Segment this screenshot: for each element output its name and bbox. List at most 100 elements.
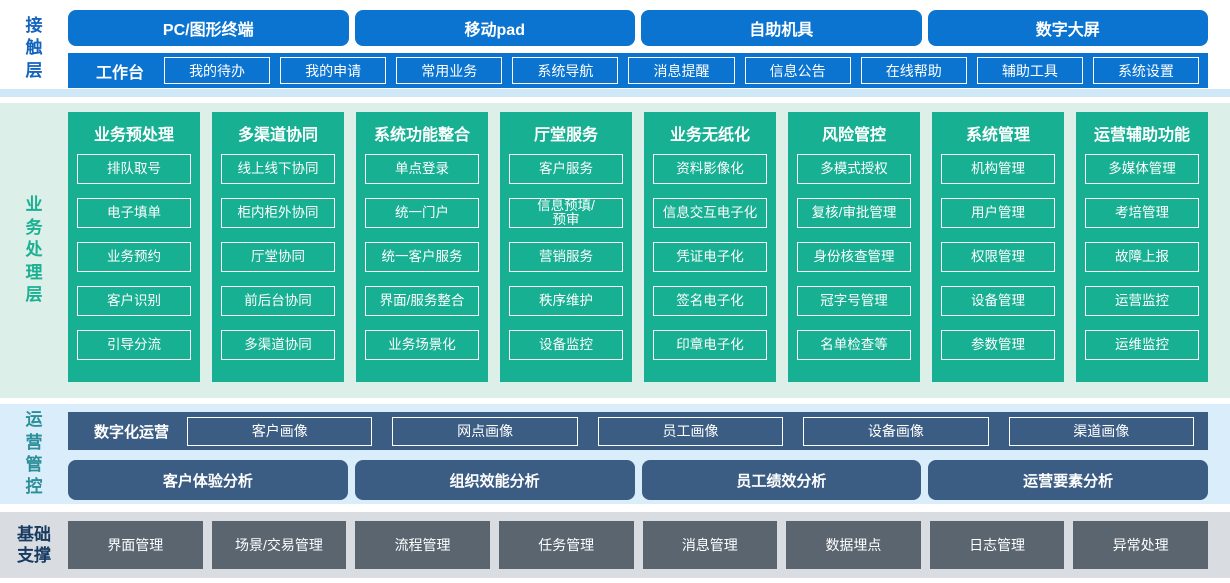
analysis-employee-performance: 员工绩效分析 <box>641 460 922 500</box>
business-item: 复核/审批管理 <box>797 198 911 228</box>
foundation-layer-label: 基础支撑 <box>0 512 68 578</box>
contact-layer-label-text: 接触层 <box>25 15 43 80</box>
business-item: 故障上报 <box>1085 242 1199 272</box>
contact-layer-label: 接触层 <box>0 0 68 97</box>
business-item: 设备管理 <box>941 286 1055 316</box>
business-item: 信息交互电子化 <box>653 198 767 228</box>
foundation-layer-label-text: 基础支撑 <box>17 524 51 565</box>
business-column-system-integration: 系统功能整合 单点登录 统一门户 统一客户服务 界面/服务整合 业务场景化 <box>356 112 488 382</box>
workbench-item-system-navigation: 系统导航 <box>512 57 619 84</box>
business-item: 考培管理 <box>1085 198 1199 228</box>
business-item: 名单检查等 <box>797 330 911 360</box>
business-item: 运维监控 <box>1085 330 1199 360</box>
analysis-row: 客户体验分析 组织效能分析 员工绩效分析 运营要素分析 <box>68 460 1208 500</box>
workbench-items: 我的待办 我的申请 常用业务 系统导航 消息提醒 信息公告 在线帮助 辅助工具 … <box>164 57 1199 84</box>
business-item: 身份核查管理 <box>797 242 911 272</box>
foundation-item-ui-management: 界面管理 <box>68 521 203 569</box>
business-column-lobby-service: 厅堂服务 客户服务 信息预填/ 预审 营销服务 秩序维护 设备监控 <box>500 112 632 382</box>
terminal-mobile-pad: 移动pad <box>354 10 635 46</box>
business-layer-section: 业务处理层 业务预处理 排队取号 电子填单 业务预约 客户识别 引导分流 多渠道… <box>0 103 1230 398</box>
business-item: 设备监控 <box>509 330 623 360</box>
foundation-item-message-management: 消息管理 <box>642 521 778 569</box>
foundation-item-task-management: 任务管理 <box>498 521 634 569</box>
business-column-title: 厅堂服务 <box>533 127 598 144</box>
contact-layer-section: 接触层 PC/图形终端 移动pad 自助机具 数字大屏 工作台 我的待办 我的申… <box>0 0 1230 97</box>
foundation-item-scene-transaction: 场景/交易管理 <box>211 521 347 569</box>
profile-item-employee: 员工画像 <box>597 416 784 446</box>
workbench-item-system-settings: 系统设置 <box>1092 57 1199 84</box>
workbench-item-auxiliary-tools: 辅助工具 <box>976 57 1083 84</box>
business-item: 冠字号管理 <box>797 286 911 316</box>
workbench-item-common-business: 常用业务 <box>396 57 503 84</box>
terminal-pc: PC/图形终端 <box>68 10 349 46</box>
business-item: 柜内柜外协同 <box>221 198 335 228</box>
business-item: 前后台协同 <box>221 286 335 316</box>
business-item: 多媒体管理 <box>1085 154 1199 184</box>
contact-layer-content: PC/图形终端 移动pad 自助机具 数字大屏 工作台 我的待办 我的申请 常用… <box>68 0 1208 88</box>
operations-layer-section: 运营管控 数字化运营 客户画像 网点画像 员工画像 设备画像 渠道画像 客户体验… <box>0 404 1230 504</box>
terminal-row: PC/图形终端 移动pad 自助机具 数字大屏 <box>68 0 1208 46</box>
business-item: 签名电子化 <box>653 286 767 316</box>
business-item: 排队取号 <box>77 154 191 184</box>
business-item: 电子填单 <box>77 198 191 228</box>
business-item: 厅堂协同 <box>221 242 335 272</box>
foundation-item-data-tracking: 数据埋点 <box>786 521 921 569</box>
workbench-bar: 工作台 我的待办 我的申请 常用业务 系统导航 消息提醒 信息公告 在线帮助 辅… <box>68 53 1208 88</box>
digital-ops-label: 数字化运营 <box>94 423 170 441</box>
business-column-paperless: 业务无纸化 资料影像化 信息交互电子化 凭证电子化 签名电子化 印章电子化 <box>644 112 776 382</box>
analysis-org-efficiency: 组织效能分析 <box>354 460 635 500</box>
business-column-title: 系统功能整合 <box>373 127 470 144</box>
business-layer-label-text: 业务处理层 <box>25 195 43 305</box>
business-column-ops-auxiliary: 运营辅助功能 多媒体管理 考培管理 故障上报 运营监控 运维监控 <box>1076 112 1208 382</box>
business-item: 单点登录 <box>365 154 479 184</box>
business-column-title: 多渠道协同 <box>237 127 318 144</box>
business-item: 机构管理 <box>941 154 1055 184</box>
operations-layer-label: 运营管控 <box>0 404 68 504</box>
business-item: 参数管理 <box>941 330 1055 360</box>
business-item: 用户管理 <box>941 198 1055 228</box>
business-item: 统一客户服务 <box>365 242 479 272</box>
business-item: 统一门户 <box>365 198 479 228</box>
business-item: 印章电子化 <box>653 330 767 360</box>
business-columns: 业务预处理 排队取号 电子填单 业务预约 客户识别 引导分流 多渠道协同 线上线… <box>68 103 1208 382</box>
digital-ops-bar: 数字化运营 客户画像 网点画像 员工画像 设备画像 渠道画像 <box>68 412 1208 450</box>
business-item: 运营监控 <box>1085 286 1199 316</box>
business-column-title: 运营辅助功能 <box>1093 127 1190 144</box>
analysis-ops-elements: 运营要素分析 <box>928 460 1208 500</box>
business-layer-label: 业务处理层 <box>0 103 68 398</box>
workbench-item-my-applications: 我的申请 <box>280 57 387 84</box>
business-item: 业务预约 <box>77 242 191 272</box>
business-item: 客户识别 <box>77 286 191 316</box>
profile-item-customer: 客户画像 <box>187 416 373 446</box>
terminal-digital-screen: 数字大屏 <box>927 10 1208 46</box>
business-item: 秩序维护 <box>509 286 623 316</box>
workbench-item-message-reminder: 消息提醒 <box>628 57 735 84</box>
business-column-title: 业务预处理 <box>93 127 174 144</box>
business-item: 凭证电子化 <box>653 242 767 272</box>
foundation-item-process-management: 流程管理 <box>355 521 490 569</box>
contact-layer-bottom-strip <box>0 89 1230 97</box>
analysis-customer-experience: 客户体验分析 <box>68 460 348 500</box>
operations-layer-content: 数字化运营 客户画像 网点画像 员工画像 设备画像 渠道画像 客户体验分析 组织… <box>68 412 1208 500</box>
profile-item-device: 设备画像 <box>803 416 989 446</box>
profile-item-branch: 网点画像 <box>392 416 578 446</box>
foundation-items: 界面管理 场景/交易管理 流程管理 任务管理 消息管理 数据埋点 日志管理 异常… <box>68 512 1208 569</box>
business-column-title: 业务无纸化 <box>669 127 750 144</box>
profile-item-channel: 渠道画像 <box>1008 416 1194 446</box>
workbench-item-info-bulletin: 信息公告 <box>744 57 851 84</box>
business-item: 多模式授权 <box>797 154 911 184</box>
business-column-risk-control: 风险管控 多模式授权 复核/审批管理 身份核查管理 冠字号管理 名单检查等 <box>788 112 920 382</box>
business-item: 界面/服务整合 <box>365 286 479 316</box>
business-item: 资料影像化 <box>653 154 767 184</box>
business-item: 客户服务 <box>509 154 623 184</box>
business-column-multichannel: 多渠道协同 线上线下协同 柜内柜外协同 厅堂协同 前后台协同 多渠道协同 <box>212 112 344 382</box>
foundation-item-exception-handling: 异常处理 <box>1073 521 1208 569</box>
business-item: 信息预填/ 预审 <box>509 198 623 228</box>
business-item: 营销服务 <box>509 242 623 272</box>
operations-layer-label-text: 运营管控 <box>25 410 43 497</box>
workbench-item-my-todo: 我的待办 <box>164 57 271 84</box>
profile-items: 客户画像 网点画像 员工画像 设备画像 渠道画像 <box>187 416 1194 446</box>
workbench-label: 工作台 <box>96 64 145 82</box>
business-column-preprocessing: 业务预处理 排队取号 电子填单 业务预约 客户识别 引导分流 <box>68 112 200 382</box>
